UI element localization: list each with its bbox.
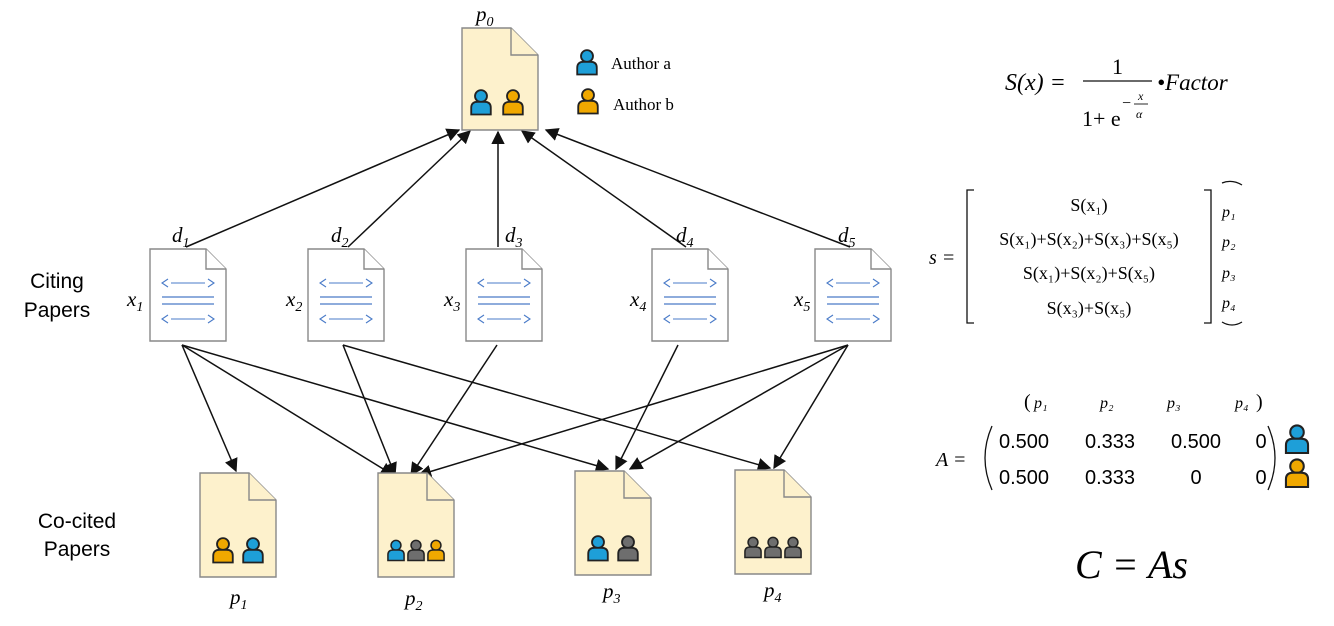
matrix-cell: 0.333: [1085, 467, 1135, 489]
cocited-paper: p3: [574, 470, 652, 607]
cocited-p-label: p4: [762, 578, 782, 606]
vector-row-3: S(x₁)+S(x₂)+S(x₅): [1023, 263, 1155, 284]
citing-paper: d3 x3: [443, 223, 543, 342]
code-document-icon: [149, 248, 227, 342]
formula-denominator: 1+ e: [1082, 106, 1121, 131]
citation-arrow: [628, 344, 849, 470]
formula-lhs: S(x) =: [1005, 70, 1066, 96]
person-icon: [577, 88, 599, 115]
citation-arrow: [410, 344, 498, 477]
vector-row-4: S(x₃)+S(x₅): [1047, 298, 1132, 319]
citing-x-label: x5: [793, 287, 810, 315]
citing-x-label: x4: [629, 287, 646, 315]
formula-exp-den: α: [1136, 107, 1143, 121]
p0-label: p0: [474, 2, 494, 30]
matrix-lhs: A =: [934, 449, 966, 471]
citing-x-label: x1: [126, 287, 143, 315]
matrix-col-header-2: p₂: [1099, 395, 1114, 412]
cocited-p-label: p3: [601, 579, 621, 607]
formula-exp-sign: −: [1122, 95, 1131, 112]
target-paper-p0: p0: [461, 2, 539, 131]
cocited-papers-label-line2: Papers: [44, 538, 111, 561]
person-icon: [576, 49, 598, 76]
code-document-icon: [307, 248, 385, 342]
citation-arrow: [615, 344, 679, 471]
cocited-p-label: p2: [403, 586, 423, 614]
cocited-papers: p1 p2 p3 p4: [199, 469, 812, 614]
person-icon: [1284, 424, 1310, 455]
citing-d-label: d3: [505, 223, 523, 251]
citing-papers-label-line1: Citing: [30, 270, 84, 293]
vector-row-1: S(x₁): [1070, 195, 1107, 216]
document-fold: [510, 28, 538, 56]
citing-paper: d2 x2: [285, 223, 385, 342]
citing-paper: d5 x5: [793, 223, 892, 342]
citation-arrow: [181, 344, 395, 476]
citing-paper: d1 x1: [126, 223, 227, 342]
author-legend: Author a Author b: [576, 49, 674, 115]
cocited-paper: p4: [734, 469, 812, 606]
citing-x-label: x3: [443, 287, 460, 315]
matrix-col-header-1: p₁: [1033, 395, 1048, 412]
matrix-col-header-3: p₃: [1166, 395, 1181, 412]
citing-d-label: d4: [676, 223, 694, 251]
cocited-papers-label-line1: Co-cited: [38, 510, 116, 533]
citation-arrow: [520, 130, 687, 248]
citation-arrow: [773, 344, 849, 470]
legend-author-b: Author b: [613, 95, 674, 114]
citing-papers-label-line2: Papers: [24, 299, 91, 322]
vector-row-label-2: p₂: [1221, 234, 1236, 251]
citation-arrow: [342, 344, 772, 472]
cocited-paper: p1: [199, 472, 277, 613]
citing-d-label: d5: [838, 223, 856, 251]
vector-row-label-4: p₄: [1221, 295, 1236, 312]
formula-exp-num: x: [1137, 89, 1144, 103]
formula-tail: •Factor: [1157, 70, 1229, 95]
matrix-col-close: ): [1256, 391, 1263, 413]
citation-arrow: [347, 130, 471, 248]
matrix-cell: 0.500: [999, 467, 1049, 489]
citing-d-label: d2: [331, 223, 349, 251]
citing-papers: d1 x1 d2 x2 d3 x3 d4 x4 d5 x5: [126, 223, 892, 342]
cocited-paper: p2: [377, 472, 455, 614]
matrix-cell: 0.500: [999, 431, 1049, 453]
code-document-icon: [814, 248, 892, 342]
code-document-icon: [465, 248, 543, 342]
cocited-p-label: p1: [228, 585, 248, 613]
citation-arrow: [185, 128, 461, 248]
citing-paper: d4 x4: [629, 223, 729, 342]
code-document-icon: [651, 248, 729, 342]
matrix-cell: 0.333: [1085, 431, 1135, 453]
author-matrix: ( p₁ p₂ p₃ p₄ ) A = 0.500 0.333 0.500 0 0.50…: [934, 391, 1310, 491]
matrix-col-header-4: p₄: [1234, 395, 1249, 412]
matrix-cell: 0: [1190, 467, 1201, 489]
citation-arrow: [544, 128, 851, 248]
vector-row-2: S(x₁)+S(x₂)+S(x₃)+S(x₅): [999, 229, 1179, 250]
sigmoid-formula: S(x) = 1 1+ e − x α •Factor: [1005, 54, 1229, 131]
matrix-col-open: (: [1024, 391, 1031, 413]
final-equation: C = As: [1075, 542, 1188, 587]
person-icon: [1284, 458, 1310, 489]
matrix-cell: 0: [1255, 467, 1266, 489]
matrix-cell: 0: [1255, 431, 1266, 453]
vector-row-label-3: p₃: [1221, 265, 1236, 282]
matrix-cell: 0.500: [1171, 431, 1221, 453]
vector-lhs: s =: [929, 247, 955, 269]
legend-author-a: Author a: [611, 54, 671, 73]
citation-arrow: [181, 344, 610, 473]
vector-row-label-1: p₁: [1221, 204, 1236, 221]
citing-d-label: d1: [172, 223, 190, 251]
citation-arrows: [181, 128, 851, 478]
score-vector: s = S(x₁) S(x₁)+S(x₂)+S(x₃)+S(x₅) S(x₁)+…: [929, 180, 1243, 326]
citation-arrow: [417, 344, 849, 478]
citation-arrow: [181, 344, 238, 473]
citation-arrow: [342, 344, 397, 477]
formula-numerator: 1: [1112, 54, 1123, 79]
citing-x-label: x2: [285, 287, 302, 315]
